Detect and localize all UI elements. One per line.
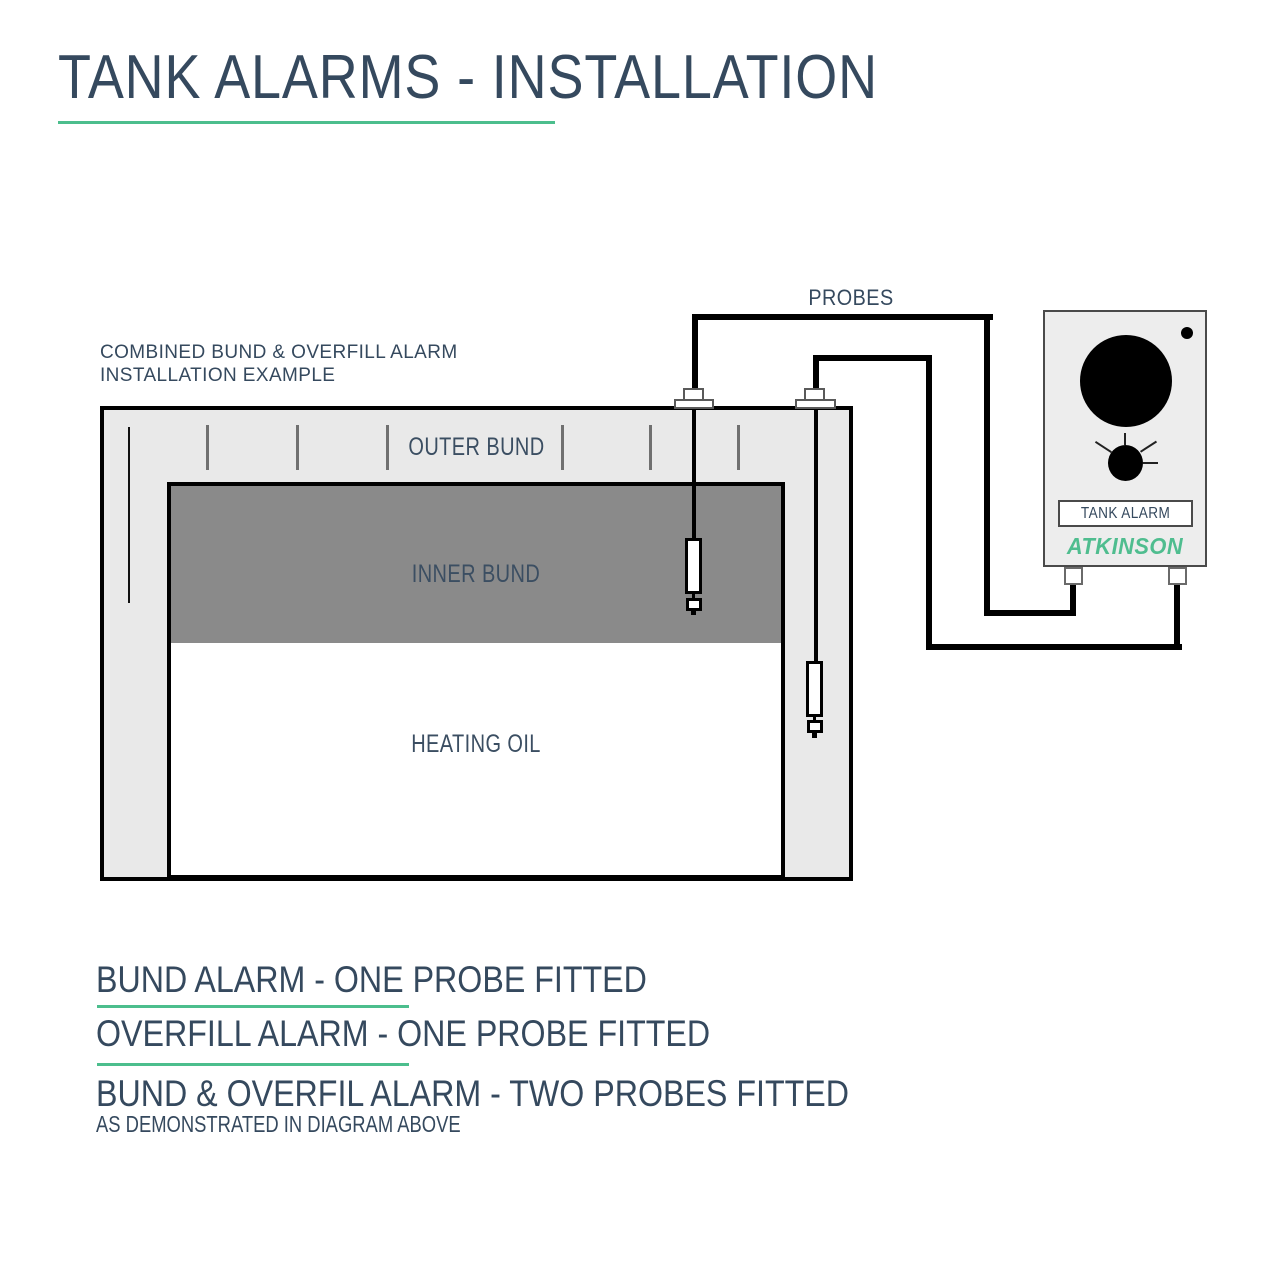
- knob-tick: [1143, 462, 1158, 464]
- probe-1-cable: [692, 400, 696, 540]
- wire-segment: [692, 314, 993, 320]
- probe-2-cable: [814, 400, 818, 663]
- alarm-terminal-right: [1168, 567, 1187, 585]
- legend-bund-alarm: BUND ALARM - ONE PROBE FITTED: [96, 959, 647, 1000]
- wire-segment: [984, 314, 990, 616]
- probe-1-stem: [692, 592, 695, 600]
- legend-overfill-alarm: OVERFILL ALARM - ONE PROBE FITTED: [96, 1013, 711, 1054]
- buzzer-knob-icon: [1108, 445, 1143, 481]
- wire-segment: [692, 316, 698, 390]
- probe-2-tip: [807, 720, 823, 733]
- diagram-caption-line-1: COMBINED BUND & OVERFILL ALARM: [100, 342, 458, 363]
- probes-label: PROBES: [808, 285, 894, 310]
- legend-combined-alarm: BUND & OVERFIL ALARM - TWO PROBES FITTED: [96, 1073, 849, 1114]
- outer-bund-label: OUTER BUND: [408, 433, 545, 461]
- tick-mark: [649, 425, 652, 470]
- brand-logo: ATKINSON: [1066, 533, 1184, 559]
- probe-2-stem: [813, 715, 816, 722]
- title-underline: [58, 121, 555, 124]
- wire-segment: [1174, 584, 1180, 644]
- legend-underline-1: [97, 1005, 409, 1008]
- inner-bund-label: INNER BUND: [411, 560, 541, 588]
- wire-segment: [926, 644, 1182, 650]
- tick-mark: [206, 425, 209, 470]
- probe-2-body: [806, 661, 823, 717]
- wire-segment: [926, 355, 932, 650]
- dip-line: [128, 427, 130, 603]
- tick-mark: [296, 425, 299, 470]
- alarm-terminal-left: [1064, 567, 1083, 585]
- diagram-caption-line-2: INSTALLATION EXAMPLE: [100, 365, 336, 386]
- sounder-icon: [1080, 335, 1172, 427]
- inner-bund-area: [171, 486, 781, 643]
- probe-1-body: [685, 538, 702, 594]
- diagram-caption: COMBINED BUND & OVERFILL ALARM INSTALLAT…: [100, 341, 458, 387]
- led-indicator: [1181, 327, 1193, 339]
- wire-segment: [1070, 584, 1076, 616]
- tick-mark: [561, 425, 564, 470]
- page-title: TANK ALARMS - INSTALLATION: [58, 43, 878, 112]
- wire-segment: [984, 610, 1076, 616]
- probe-2-stub: [812, 732, 817, 738]
- alarm-name-plate: TANK ALARM: [1058, 500, 1193, 527]
- legend-underline-2: [97, 1063, 409, 1066]
- alarm-name-plate-text: TANK ALARM: [1080, 504, 1171, 522]
- heating-oil-label: HEATING OIL: [411, 730, 541, 758]
- probe-gland-2-base: [795, 399, 836, 409]
- tick-mark: [737, 425, 740, 470]
- wire-segment: [813, 355, 932, 361]
- wire-segment: [813, 357, 819, 390]
- knob-tick: [1124, 433, 1126, 445]
- probe-1-stub: [691, 610, 696, 615]
- legend-note: AS DEMONSTRATED IN DIAGRAM ABOVE: [96, 1111, 461, 1137]
- inner-tank: [167, 482, 785, 879]
- probe-gland-1-base: [674, 399, 714, 409]
- tick-mark: [386, 425, 389, 470]
- probe-1-tip: [686, 598, 702, 611]
